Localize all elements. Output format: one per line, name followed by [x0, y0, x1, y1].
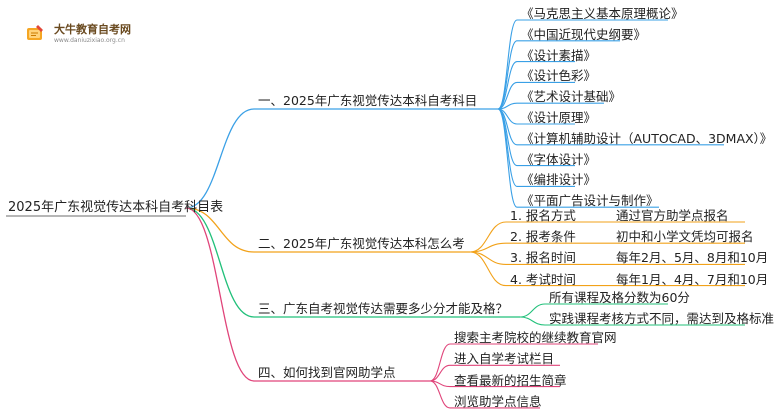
- leaf-connector: [469, 251, 507, 287]
- branch-2-leaf: 3. 报名时间: [510, 250, 576, 266]
- branch-1-leaf: 《平面广告设计与制作》: [521, 193, 659, 209]
- branch-1-leaf: 《编排设计》: [521, 172, 597, 188]
- branch-3-leaf: 所有课程及格分数为60分: [549, 290, 690, 305]
- branch-1-leaf: 《设计色彩》: [521, 68, 597, 84]
- branch-2-leaf-detail: 通过官方助学点报名: [616, 208, 729, 223]
- branch-label-2: 二、2025年广东视觉传达本科怎么考: [258, 236, 465, 251]
- branch-1-leaf: 《计算机辅助设计（AUTOCAD、3DMAX）》: [521, 130, 773, 146]
- branch-label-3: 三、广东自考视觉传达需要多少分才能及格？: [258, 301, 509, 316]
- branch-1-leaf: 《字体设计》: [521, 151, 597, 167]
- branch-1-leaf: 《设计素描》: [521, 47, 597, 63]
- leaf-connector: [429, 364, 451, 382]
- branch-3-leaf: 实践课程考核方式不同，需达到及格标准: [549, 311, 774, 326]
- root-connector-2: [185, 207, 255, 253]
- branch-1-leaf: 《设计原理》: [521, 110, 597, 125]
- leaf-connector: [469, 221, 507, 253]
- branch-2-leaf: 4. 考试时间: [510, 271, 576, 287]
- branch-2-leaf-detail: 每年1月、4月、7月和10月: [616, 271, 769, 287]
- leaf-connector: [469, 251, 507, 265]
- branch-2-leaf-detail: 初中和小学文凭均可报名: [616, 229, 754, 245]
- branch-4-leaf: 搜索主考院校的继续教育官网: [454, 330, 617, 345]
- branch-1-leaf: 《中国近现代史纲要》: [521, 26, 647, 42]
- site-logo-url: www.daniuzixiao.org.cn: [54, 37, 125, 44]
- branch-label-1: 一、2025年广东视觉传达本科自考科目: [258, 93, 478, 108]
- branch-2-leaf: 2. 报考条件: [510, 229, 576, 245]
- site-logo-name: 大牛教育自考网: [54, 23, 131, 36]
- branch-4-leaf: 查看最新的招生简章: [454, 372, 567, 388]
- leaf-connector: [497, 108, 518, 208]
- branch-label-4: 四、如何找到官网助学点: [258, 365, 396, 380]
- branch-4-leaf: 进入自学考试栏目: [454, 351, 555, 367]
- branch-4-leaf: 浏览助学点信息: [454, 393, 542, 409]
- leaf-connector: [519, 316, 546, 326]
- leaf-connector: [497, 40, 518, 110]
- mindmap-connectors: [6, 19, 745, 409]
- leaf-connector: [497, 108, 518, 187]
- branch-2-leaf-detail: 每年2月、5月、8月和10月: [616, 250, 769, 266]
- root-connector-3: [185, 207, 255, 318]
- root-connector-1: [185, 108, 255, 209]
- root-connector-4: [185, 207, 255, 382]
- branch-1-leaf: 《马克思主义基本原理概论》: [521, 6, 684, 21]
- site-logo: 大牛教育自考网 www.daniuzixiao.org.cn: [24, 18, 142, 46]
- branch-2-leaf: 1. 报名方式: [510, 208, 576, 223]
- leaf-connector: [497, 81, 518, 110]
- root-node: 2025年广东视觉传达本科自考科目表: [8, 200, 224, 215]
- leaf-connector: [429, 380, 451, 409]
- book-pencil-icon: [27, 25, 43, 40]
- leaf-connector: [497, 61, 518, 110]
- leaf-connector: [429, 343, 451, 382]
- branch-1-leaf: 《艺术设计基础》: [521, 89, 622, 105]
- leaf-connector: [519, 303, 546, 318]
